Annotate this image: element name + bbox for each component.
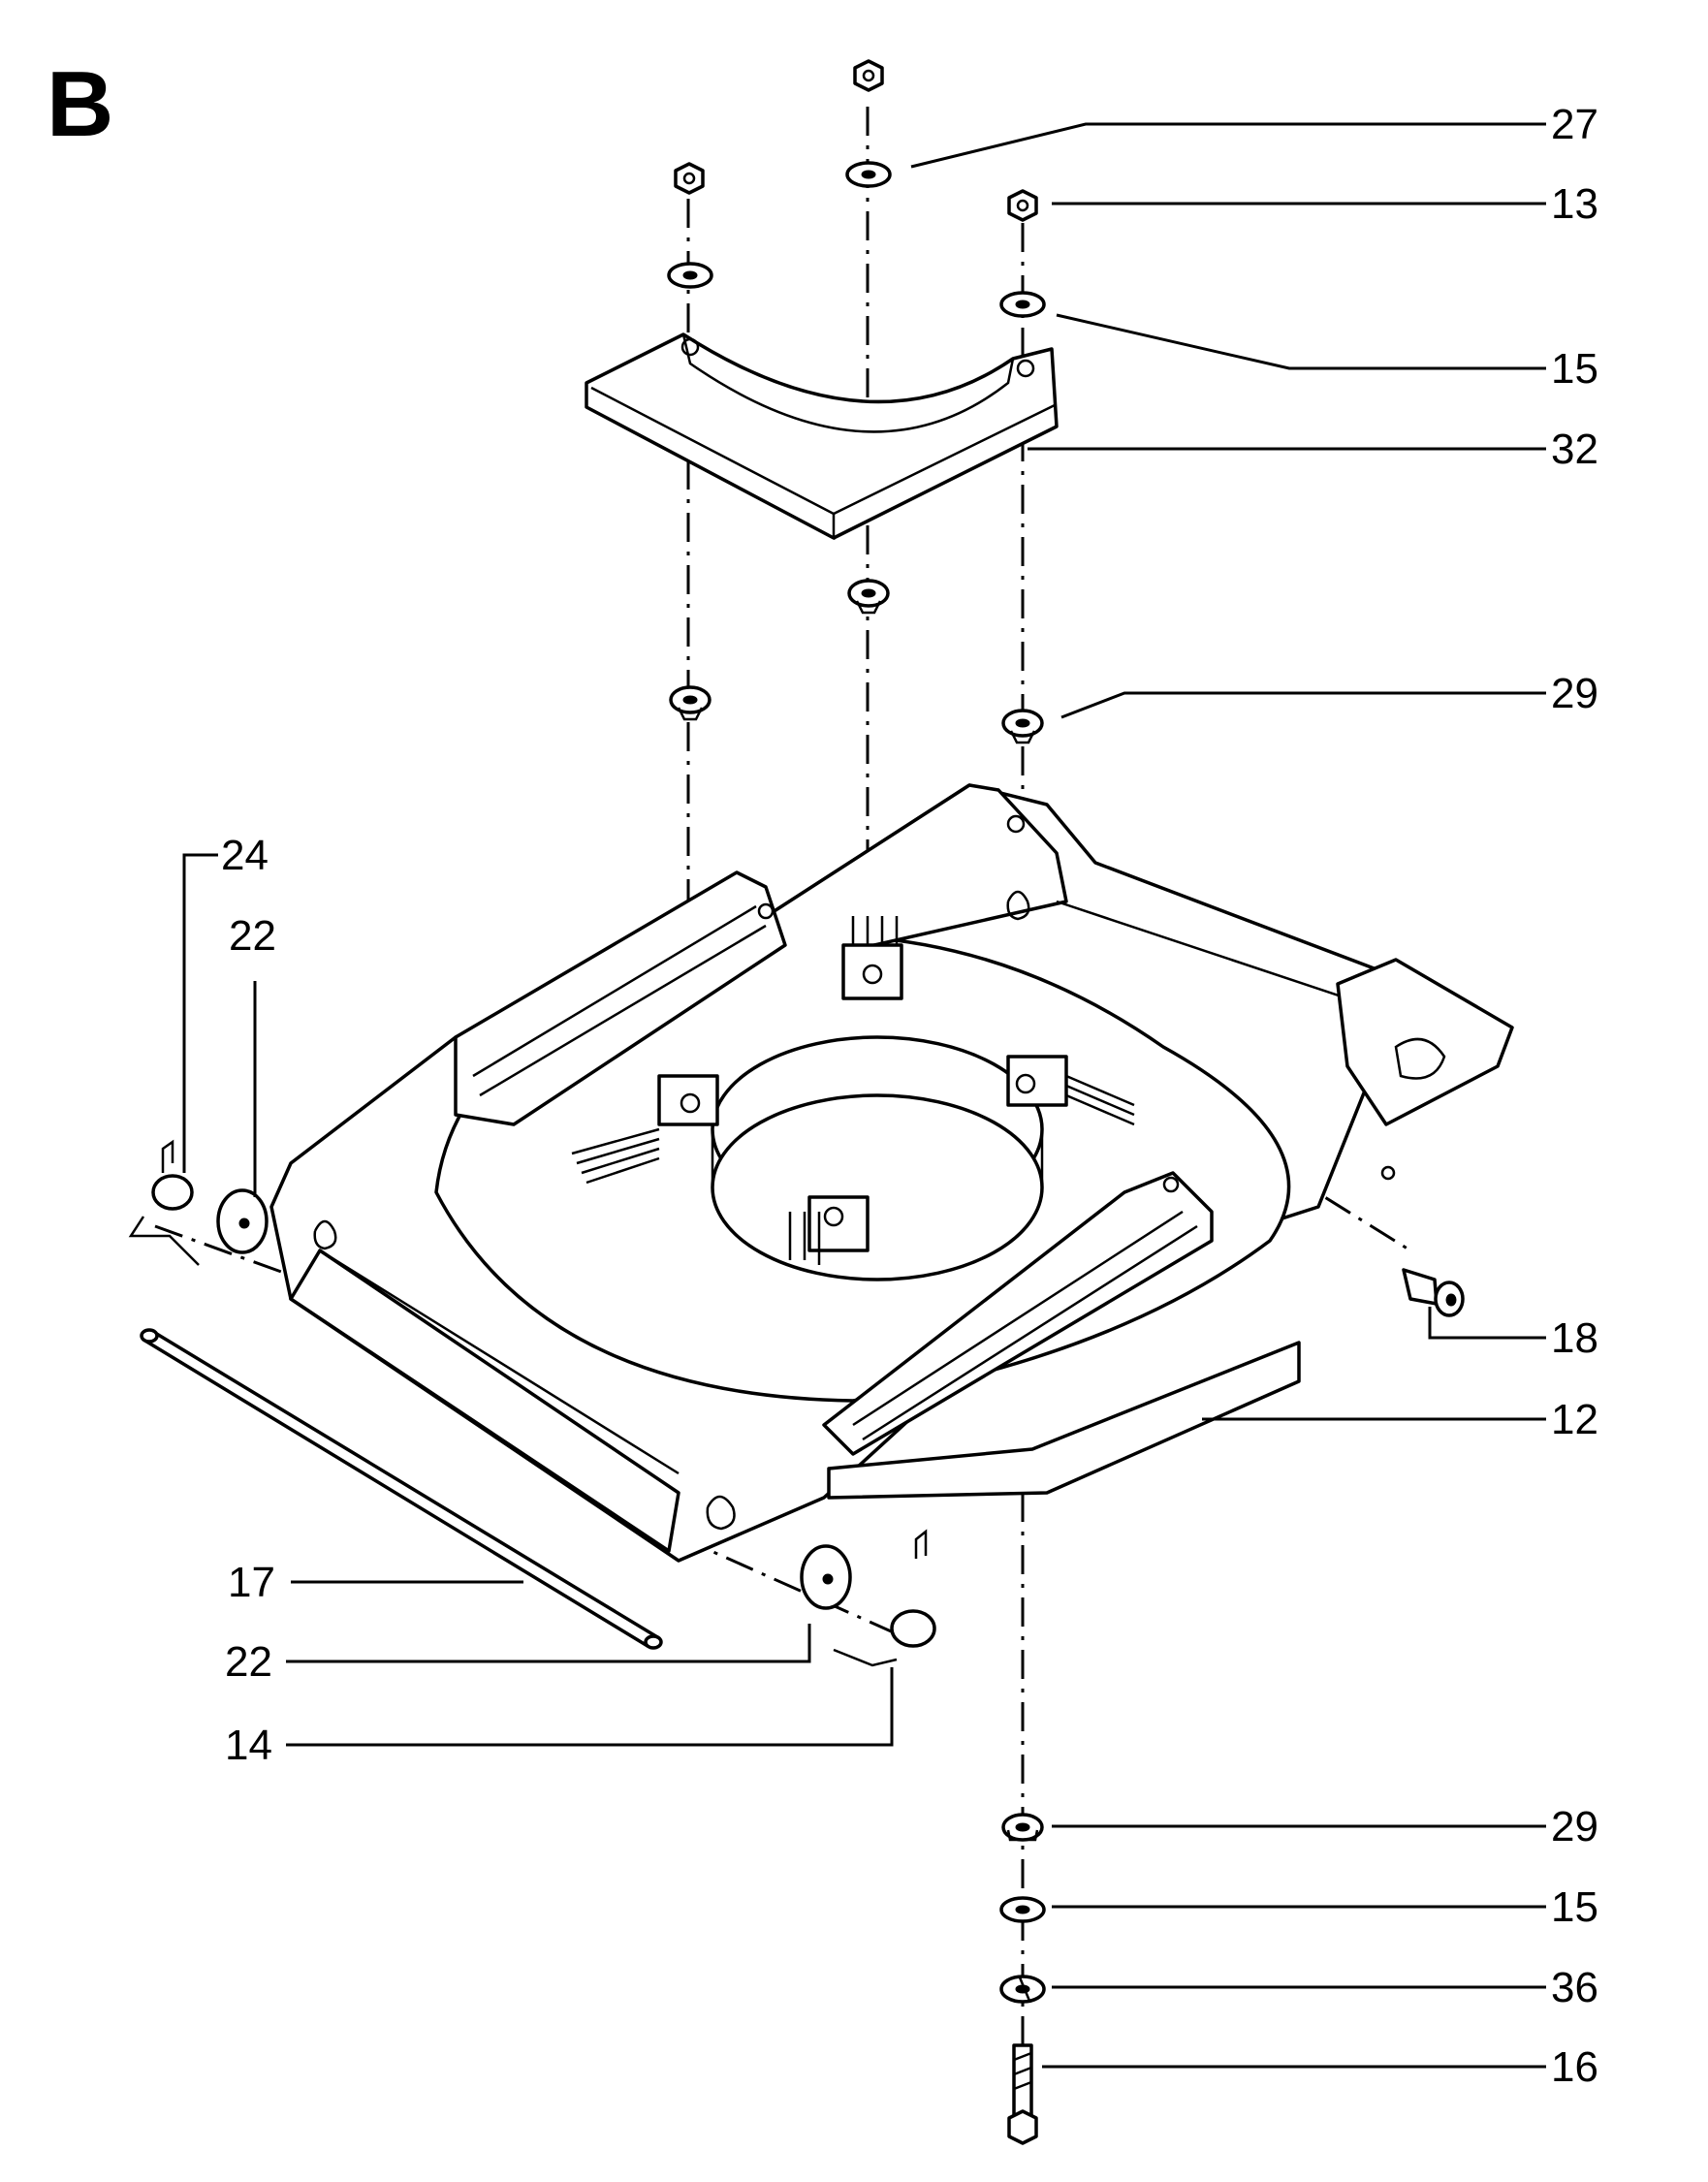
washer-15-top [999, 291, 1046, 318]
spring-24 [128, 1139, 200, 1266]
callout-24: 24 [221, 832, 269, 879]
bracket-plate-32 [585, 332, 1059, 541]
bottom-hardware [999, 1813, 1046, 2145]
washer-22-bottom [800, 1544, 852, 1610]
nut-top-right [1007, 189, 1038, 222]
callout-15-bottom: 15 [1551, 1883, 1598, 1931]
washer-left-top [667, 262, 713, 289]
mower-deck-12 [269, 783, 1514, 1563]
callout-labels: 27 13 15 32 29 24 22 18 12 17 22 14 29 1… [221, 101, 1598, 2091]
callout-22-left: 22 [229, 912, 276, 960]
wheel-holes [313, 814, 1180, 1531]
bolt-16 [1007, 2043, 1038, 2145]
callout-32: 32 [1551, 426, 1598, 473]
nut-top-left [674, 162, 705, 195]
callout-29-top: 29 [1551, 670, 1598, 717]
axle-rod-17 [140, 1328, 663, 1650]
deck-ribs [571, 916, 1135, 1265]
callout-12: 12 [1551, 1396, 1598, 1443]
callout-13: 13 [1551, 180, 1598, 228]
grommet-left [669, 685, 712, 721]
spring-14 [833, 1529, 936, 1667]
callout-15-top: 15 [1551, 345, 1598, 393]
callout-22-bottom: 22 [225, 1638, 272, 1686]
washer-15-bottom [999, 1896, 1046, 1923]
section-letter: B [47, 52, 113, 156]
callout-27-top: 27 [1551, 101, 1598, 148]
leader-lines [182, 122, 1546, 2069]
pivot-bolt-18 [1402, 1268, 1465, 1317]
top-hardware [667, 59, 1046, 744]
callout-16: 16 [1551, 2043, 1598, 2091]
grommet-29-bottom [1001, 1813, 1044, 1842]
callout-18: 18 [1551, 1314, 1598, 1362]
lock-washer-36 [999, 1975, 1046, 2004]
grommet-center [847, 579, 890, 615]
callout-17: 17 [228, 1559, 275, 1606]
callout-36: 36 [1551, 1964, 1598, 2011]
grommet-29-top [1001, 709, 1044, 744]
mount-bosses [657, 943, 1068, 1252]
nut-top-center [853, 59, 884, 92]
washer-22-left [216, 1188, 269, 1254]
callout-14: 14 [225, 1722, 272, 1769]
washer-27 [845, 161, 892, 188]
callout-29-bottom: 29 [1551, 1803, 1598, 1850]
